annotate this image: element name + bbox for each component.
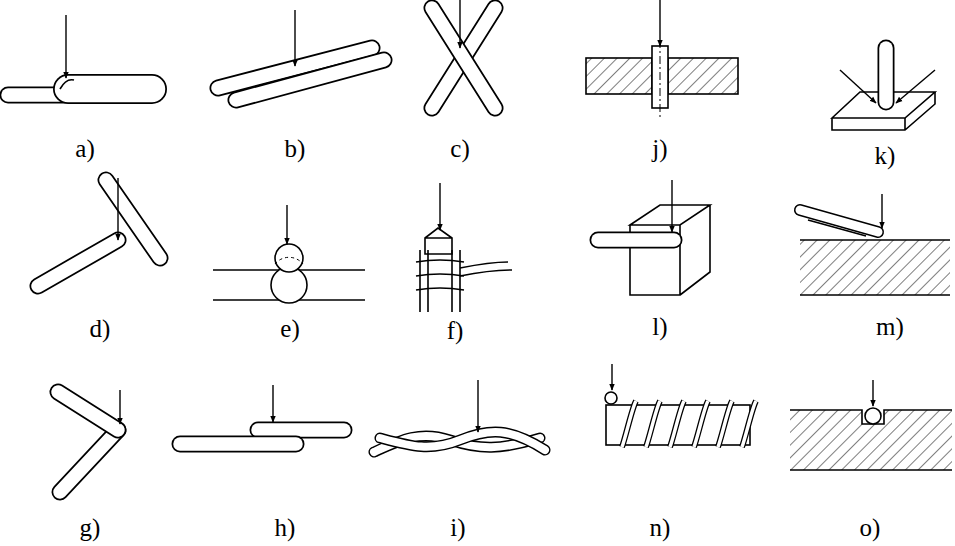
- figure-label: j): [652, 136, 667, 161]
- figure-label: g): [80, 515, 101, 540]
- joint-g: [58, 390, 120, 492]
- figure-label: m): [876, 314, 904, 339]
- joint-f: [416, 183, 512, 312]
- joint-m: [800, 194, 950, 295]
- joint-l: [598, 180, 710, 295]
- joint-b: [218, 10, 384, 100]
- figure-label: d): [90, 316, 111, 341]
- joint-e: [213, 205, 365, 303]
- figure-label: b): [285, 136, 306, 161]
- figure-label: k): [875, 143, 896, 168]
- figure-label: i): [450, 515, 465, 540]
- figure-label: c): [450, 136, 469, 161]
- joint-c: [432, 0, 495, 108]
- joint-i: [374, 380, 545, 452]
- figure-label: o): [860, 515, 881, 540]
- figure-label: f): [447, 318, 464, 343]
- joint-j: [586, 0, 738, 118]
- figure-label: l): [652, 314, 667, 339]
- joint-d: [38, 178, 160, 286]
- figure-label: h): [275, 515, 296, 540]
- figure-label: e): [280, 316, 299, 341]
- figure-label: n): [650, 515, 671, 540]
- joint-a: [8, 15, 152, 95]
- joint-k: [832, 48, 935, 130]
- joint-n: [605, 364, 756, 447]
- joint-h: [180, 385, 344, 444]
- joint-o: [790, 380, 952, 470]
- figure-label: a): [75, 136, 94, 161]
